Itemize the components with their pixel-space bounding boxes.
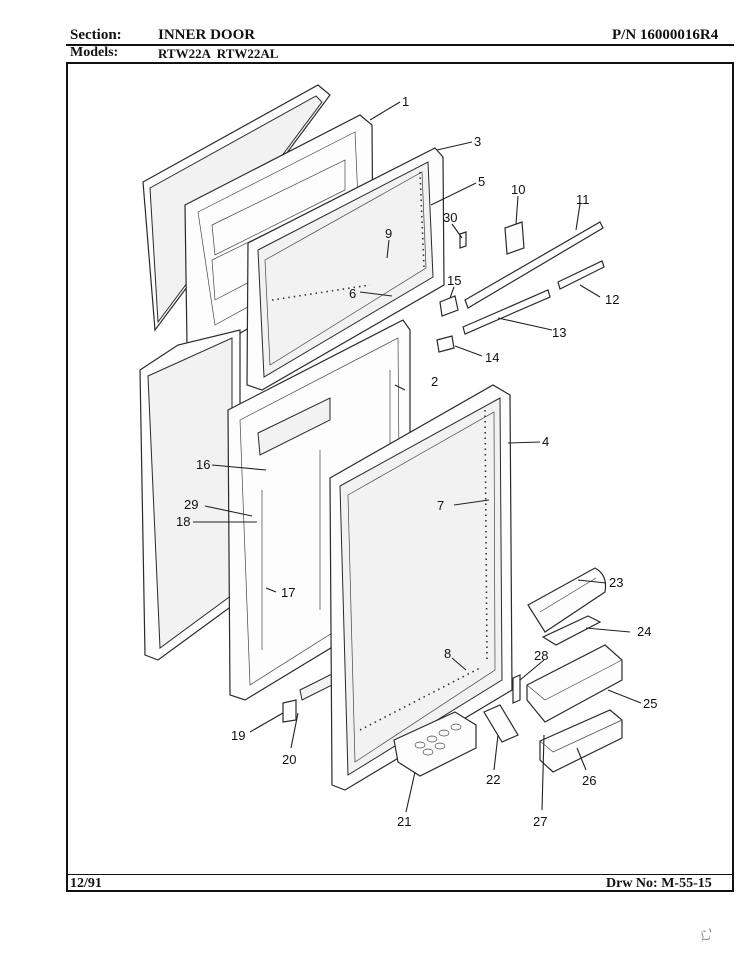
callout-11: 11 xyxy=(576,192,590,207)
callout-12: 12 xyxy=(605,292,619,307)
models-value: RTW22A RTW22AL xyxy=(158,46,279,61)
fresh-food-door-gasket xyxy=(329,384,513,791)
section-label: Section: xyxy=(70,27,122,43)
footer-rule xyxy=(66,874,734,875)
callout-14: 14 xyxy=(485,350,499,365)
butter-tray-24 xyxy=(541,615,602,646)
callout-15: 15 xyxy=(447,273,461,288)
door-shelf-26 xyxy=(539,709,623,773)
callout-24: 24 xyxy=(637,624,651,639)
callout-16: 16 xyxy=(196,457,210,472)
callout-28: 28 xyxy=(534,648,548,663)
fresh-food-door-panel xyxy=(139,329,241,661)
callout-7: 7 xyxy=(437,498,444,513)
callout-4: 4 xyxy=(542,434,549,449)
trim-strips xyxy=(462,221,605,335)
callout-13: 13 xyxy=(552,325,566,340)
footer-date: 12/91 xyxy=(70,876,102,891)
callout-5: 5 xyxy=(478,174,485,189)
callout-21: 21 xyxy=(397,814,411,829)
footer-drawing-number: Drw No: M-55-15 xyxy=(606,876,712,891)
callout-20: 20 xyxy=(282,752,296,767)
part-number: P/N 16000016R4 xyxy=(612,27,719,43)
callout-2: 2 xyxy=(431,374,438,389)
callout-8: 8 xyxy=(444,646,451,661)
section-value: INNER DOOR xyxy=(158,27,256,43)
freezer-door-gasket xyxy=(246,147,445,391)
callout-10: 10 xyxy=(511,182,525,197)
callout-25: 25 xyxy=(643,696,657,711)
callout-17: 17 xyxy=(281,585,295,600)
egg-tray-21 xyxy=(393,711,477,777)
callout-29: 29 xyxy=(184,497,198,512)
drawing-frame xyxy=(66,62,734,892)
callout-18: 18 xyxy=(176,514,190,529)
callout-19: 19 xyxy=(231,728,245,743)
models-label: Models: xyxy=(70,45,119,60)
callout-26: 26 xyxy=(582,773,596,788)
small-parts xyxy=(282,221,525,723)
callout-22: 22 xyxy=(486,772,500,787)
shelf-cover-23 xyxy=(527,567,607,633)
callout-9: 9 xyxy=(385,226,392,241)
header-top-rule xyxy=(66,44,734,46)
leader-lines xyxy=(193,101,642,813)
callout-1: 1 xyxy=(402,94,409,109)
callout-6: 6 xyxy=(349,286,356,301)
callout-23: 23 xyxy=(609,575,623,590)
shelf-retainer-22 xyxy=(483,704,519,743)
door-shelf-25 xyxy=(526,644,623,723)
callout-labels: 1 2 3 4 5 6 7 8 9 10 11 12 13 14 15 16 1… xyxy=(176,94,657,829)
callout-30: 30 xyxy=(443,210,457,225)
callout-27: 27 xyxy=(533,814,547,829)
header-bottom-rule xyxy=(66,62,734,64)
callout-3: 3 xyxy=(474,134,481,149)
